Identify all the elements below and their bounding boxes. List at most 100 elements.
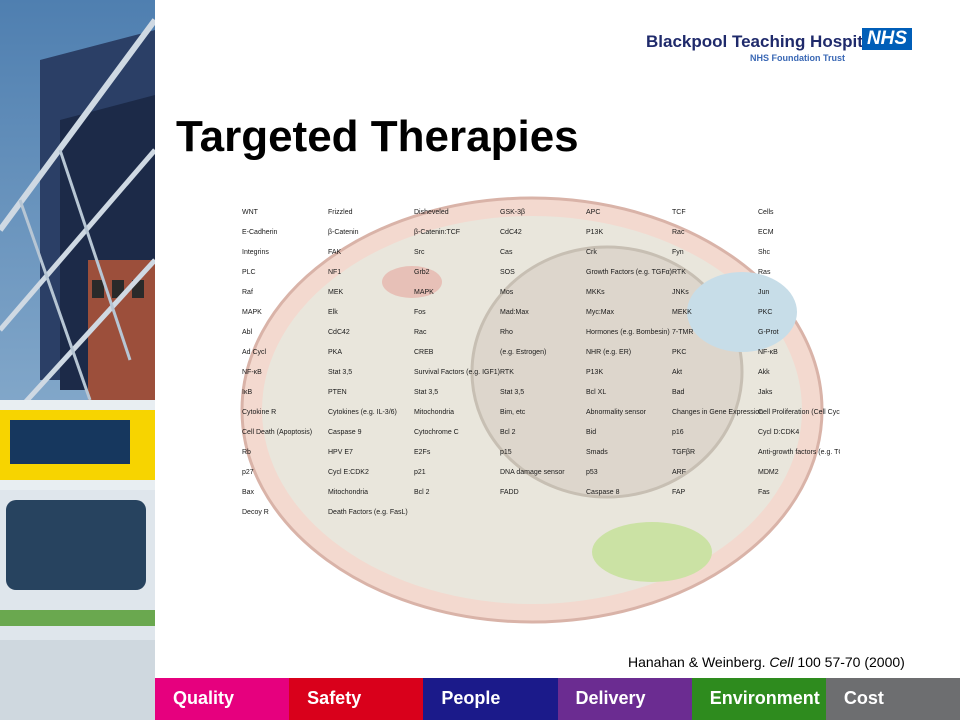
pathway-label: FADD xyxy=(500,489,519,496)
pathway-label: CdC42 xyxy=(328,329,350,336)
pathway-label: E2Fs xyxy=(414,449,431,456)
pathway-label: Akt xyxy=(672,369,682,376)
pathway-label: RTK xyxy=(672,269,686,276)
pathway-label: MAPK xyxy=(242,309,262,316)
pathway-label: GSK-3β xyxy=(500,209,525,216)
hospital-photo xyxy=(0,0,155,720)
citation-authors: Hanahan & Weinberg. xyxy=(628,654,770,670)
pathway-label: Bcl 2 xyxy=(500,429,516,436)
pathway-label: Bim, etc xyxy=(500,409,526,416)
pathway-label: TCF xyxy=(672,209,686,216)
citation-journal: Cell xyxy=(769,654,794,670)
trust-logo: Blackpool Teaching Hospitals NHS NHS Fou… xyxy=(640,28,920,68)
pathway-label: Stat 3,5 xyxy=(328,369,352,376)
pathway-label: Hormones (e.g. Bombesin) xyxy=(586,329,670,336)
pathway-label: Rb xyxy=(242,449,251,456)
pathway-label: Smads xyxy=(586,449,608,456)
pathway-label: E-Cadherin xyxy=(242,229,278,236)
pathway-label: Rho xyxy=(500,329,513,336)
pathway-label: ARF xyxy=(672,469,686,476)
pathway-label: Src xyxy=(414,249,425,256)
pathway-label: PTEN xyxy=(328,389,347,396)
pathway-label: Bid xyxy=(586,429,596,436)
slide-title: Targeted Therapies xyxy=(176,112,579,161)
org-subtitle: NHS Foundation Trust xyxy=(750,53,845,63)
pathway-label: Frizzled xyxy=(328,209,353,216)
citation: Hanahan & Weinberg. Cell 100 57-70 (2000… xyxy=(628,654,905,670)
pathway-label: Rac xyxy=(672,229,685,236)
pathway-label: Disheveled xyxy=(414,209,449,216)
pathway-label: NF1 xyxy=(328,269,341,276)
pathway-label: Shc xyxy=(758,249,771,256)
pathway-label: Fos xyxy=(414,309,426,316)
org-name: Blackpool Teaching Hospitals xyxy=(646,32,887,51)
pathway-label: Cas xyxy=(500,249,513,256)
bar-quality: Quality xyxy=(155,678,290,720)
citation-ref: 100 57-70 (2000) xyxy=(793,654,905,670)
golgi-organelle xyxy=(592,522,712,582)
pathway-label: ECM xyxy=(758,229,774,236)
pathway-label: Raf xyxy=(242,289,253,296)
pathway-label: Changes in Gene Expression xyxy=(672,409,763,416)
pathway-label: Myc:Max xyxy=(586,309,615,316)
pathway-label: p21 xyxy=(414,469,426,476)
pathway-label: Bcl XL xyxy=(586,389,606,396)
pathway-label: PLC xyxy=(242,269,256,276)
pathway-label: PKC xyxy=(672,349,686,356)
er-organelle xyxy=(687,272,797,352)
pathway-label: p53 xyxy=(586,469,598,476)
pathway-label: Fyn xyxy=(672,249,684,256)
pathway-label: Abnormality sensor xyxy=(586,409,647,416)
bar-cost: Cost xyxy=(825,678,960,720)
pathway-label: Jun xyxy=(758,289,769,296)
pathway-label: β-Catenin:TCF xyxy=(414,229,460,236)
pathway-label: Elk xyxy=(328,309,338,316)
pathway-label: Ras xyxy=(758,269,771,276)
pathway-label: Fas xyxy=(758,489,770,496)
pathway-label: Akk xyxy=(758,369,770,376)
bar-people: People xyxy=(423,678,558,720)
pathway-label: Cytokines (e.g. IL-3/6) xyxy=(328,409,397,416)
pathway-label: WNT xyxy=(242,209,259,216)
pathway-label: Decoy R xyxy=(242,509,269,516)
pathway-label: NHR (e.g. ER) xyxy=(586,349,631,356)
pathway-label: Mos xyxy=(500,289,514,296)
pathway-label: PKA xyxy=(328,349,342,356)
pathway-label: p15 xyxy=(500,449,512,456)
pathway-label: Ad Cycl xyxy=(242,349,267,356)
pathway-label: FAP xyxy=(672,489,686,496)
values-bar: Quality Safety People Delivery Environme… xyxy=(155,678,960,720)
pathway-label: 7-TMR xyxy=(672,329,693,336)
pathway-label: Crk xyxy=(586,249,597,256)
pathway-label: P13K xyxy=(586,229,603,236)
pathway-label: IκB xyxy=(242,389,252,396)
pathway-label: JNKs xyxy=(672,289,689,296)
pathway-label: Cytokine R xyxy=(242,409,276,416)
pathway-label: Bax xyxy=(242,489,255,496)
pathway-label: Integrins xyxy=(242,249,269,256)
pathway-label: Caspase 9 xyxy=(328,429,362,436)
pathway-label: Mitochondria xyxy=(414,409,454,416)
pathway-label: Mad:Max xyxy=(500,309,529,316)
pathway-label: CdC42 xyxy=(500,229,522,236)
pathway-label: G-Prot xyxy=(758,329,779,336)
pathway-label: SOS xyxy=(500,269,515,276)
nucleus xyxy=(470,245,744,499)
pathway-label: β-Catenin xyxy=(328,229,359,236)
pathway-label: MAPK xyxy=(414,289,434,296)
pathway-label: MDM2 xyxy=(758,469,779,476)
pathway-label: Caspase 8 xyxy=(586,489,620,496)
pathway-label: (e.g. Estrogen) xyxy=(500,349,546,356)
pathway-label: MEK xyxy=(328,289,344,296)
bar-environment: Environment xyxy=(691,678,826,720)
pathway-label: Cell Death (Apoptosis) xyxy=(242,429,312,436)
pathway-label: HPV E7 xyxy=(328,449,353,456)
pathway-label: FAK xyxy=(328,249,342,256)
pathway-label: Anti-growth factors (e.g. TGFβ) xyxy=(758,449,840,456)
pathway-label: Grb2 xyxy=(414,269,430,276)
mitochondrion-organelle xyxy=(382,266,442,298)
nhs-badge: NHS xyxy=(862,28,912,50)
